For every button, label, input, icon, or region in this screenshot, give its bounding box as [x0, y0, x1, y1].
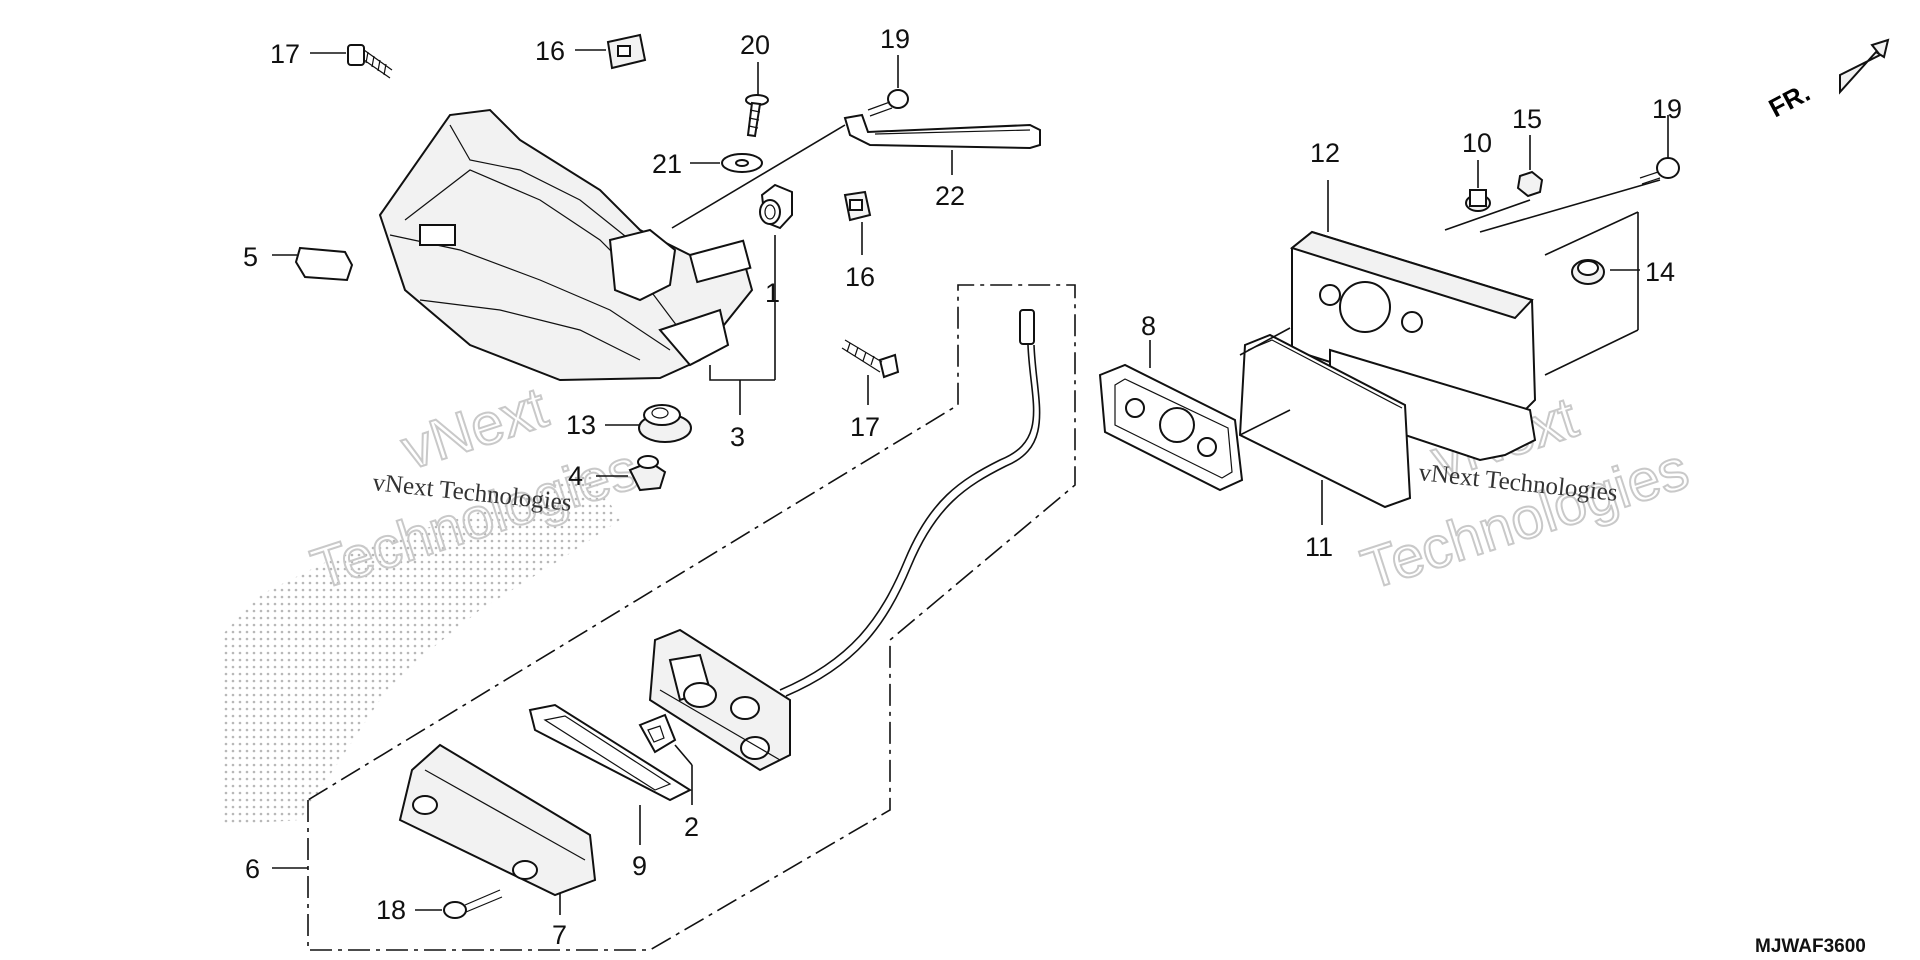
callout-7: 7	[552, 920, 567, 950]
tail-light-base	[648, 628, 791, 772]
part-14-grommet	[1571, 259, 1640, 285]
callout-15: 15	[1512, 104, 1542, 134]
callout-19-right: 19	[1652, 94, 1682, 124]
callout-17-top: 17	[270, 39, 300, 69]
part-16-clip-middle	[843, 190, 872, 255]
callout-22: 22	[935, 181, 965, 211]
callout-5: 5	[243, 242, 258, 272]
part-20-screw	[745, 62, 769, 138]
part-9-gasket	[528, 703, 693, 845]
front-marker-label: FR.	[1764, 77, 1815, 123]
callout-14: 14	[1645, 257, 1675, 287]
part-21-washer	[690, 153, 763, 173]
wiring-harness	[779, 309, 1041, 697]
part-8-gasket	[1098, 340, 1244, 492]
headlight-assembly	[378, 108, 754, 382]
part-17-bolt-middle	[841, 339, 900, 405]
callout-3: 3	[730, 422, 745, 452]
callout-18: 18	[376, 895, 406, 925]
callout-16-top: 16	[535, 36, 565, 66]
part-12-housing	[1289, 180, 1537, 462]
callout-19-top: 19	[880, 24, 910, 54]
diagram-code: MJWAF3600	[1755, 936, 1866, 957]
callout-6: 6	[245, 854, 260, 884]
callout-2: 2	[684, 812, 699, 842]
callout-17-middle: 17	[850, 412, 880, 442]
part-7-lens	[398, 743, 597, 915]
callout-4: 4	[568, 461, 583, 491]
front-arrow-icon	[1839, 38, 1890, 95]
callout-9: 9	[632, 851, 647, 881]
part-22-bracket	[671, 113, 1041, 229]
part-19-bolt-right	[1639, 115, 1680, 185]
part-6-assembly-outline	[272, 284, 1076, 951]
part-18-screw	[415, 889, 503, 919]
callout-16-middle: 16	[845, 262, 875, 292]
part-19-bolt-top	[867, 55, 909, 117]
dotted-watermark-shape	[222, 470, 620, 825]
part-13-grommet	[605, 404, 692, 443]
front-direction-marker: FR.	[1764, 38, 1890, 123]
callout-13: 13	[566, 410, 596, 440]
right-assembly-leaders	[1239, 179, 1661, 436]
callout-10: 10	[1462, 128, 1492, 158]
callout-12: 12	[1310, 138, 1340, 168]
part-1-socket	[759, 183, 793, 380]
part-3-leader	[709, 365, 775, 415]
callout-20: 20	[740, 30, 770, 60]
callout-11: 11	[1305, 532, 1333, 562]
part-4-mount	[596, 455, 667, 492]
callout-1: 1	[765, 278, 780, 308]
part-2-bulb	[638, 713, 693, 805]
part-16-clip-top	[575, 33, 647, 70]
part-15-nut	[1516, 135, 1544, 198]
part-5-lens	[272, 246, 354, 282]
callout-21: 21	[652, 149, 682, 179]
callout-8: 8	[1141, 311, 1156, 341]
part-10-collar	[1465, 160, 1491, 212]
part-17-bolt-top	[310, 44, 393, 79]
